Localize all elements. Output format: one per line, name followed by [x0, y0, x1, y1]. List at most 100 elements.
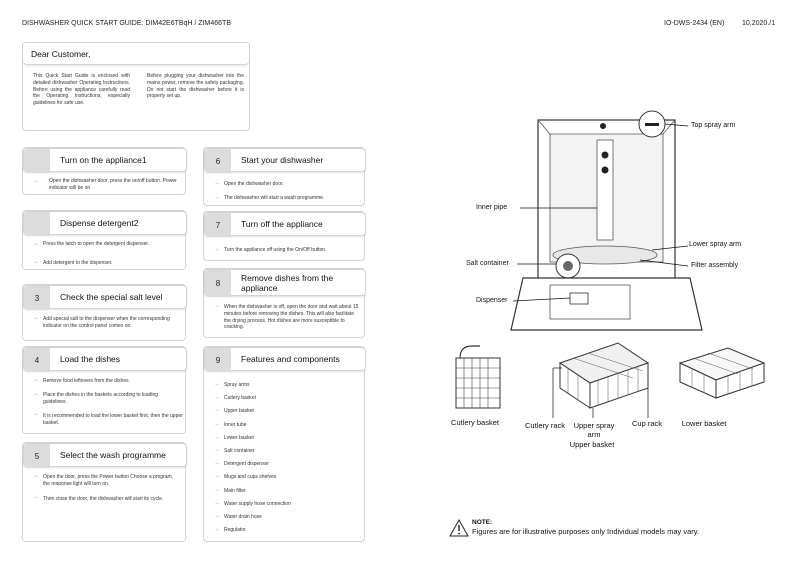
- step-card-2: Dispense detergent2 → Press the latch to…: [22, 210, 187, 270]
- step-header-5: 5 Select the wash programme: [23, 443, 187, 468]
- step-card-7: 7 Turn off the appliance → Turn the appl…: [203, 211, 366, 261]
- nozzle: [601, 166, 609, 174]
- arrow-icon: →: [33, 241, 39, 247]
- feature-item: Water supply hose connection: [224, 500, 291, 507]
- step-item: Open the door, press the Power button Ch…: [43, 474, 174, 487]
- feature-item: Upper basket: [224, 408, 254, 415]
- step-number: 6: [205, 149, 231, 173]
- step-number: 4: [24, 348, 50, 372]
- arrow-icon: →: [214, 381, 220, 387]
- step-number: [24, 149, 50, 173]
- baskets-diagram: [455, 342, 766, 418]
- feature-item: Inner tube: [224, 421, 247, 428]
- lower-spray-arm-shape: [552, 245, 658, 265]
- step-item: Then close the door, the dishwasher will…: [43, 496, 164, 502]
- intro-header: Dear Customer,: [23, 43, 249, 65]
- arrow-icon: →: [214, 303, 220, 309]
- step-number: 8: [205, 270, 231, 297]
- arrow-icon: →: [214, 473, 220, 480]
- step-item: Open the dishwasher door, press the on/o…: [49, 178, 177, 191]
- step-item: Open the dishwasher door.: [224, 181, 284, 187]
- note-text: Figures are for illustrative purposes on…: [472, 527, 700, 536]
- step-header-2: Dispense detergent2: [23, 211, 187, 236]
- label-cup-rack: Cup rack: [631, 419, 662, 428]
- step-number: [24, 212, 50, 236]
- step-item: It is recommended to load the lower bask…: [43, 413, 183, 426]
- step-card-4: 4 Load the dishes → Remove food leftover…: [22, 346, 187, 434]
- feature-item: Detergent dispenser: [224, 461, 270, 468]
- step-header-9: 9 Features and components: [204, 347, 366, 372]
- lower-basket-shape: [678, 347, 766, 399]
- step-header-3: 3 Check the special salt level: [23, 285, 187, 310]
- arrow-icon: →: [33, 411, 39, 417]
- step-item: The dishwasher will start a wash program…: [224, 195, 325, 201]
- feature-item: Mugs and cups shelves: [224, 474, 277, 481]
- document-title: DISHWASHER QUICK START GUIDE: DIM42E6TBq…: [22, 20, 232, 27]
- arrow-icon: →: [33, 473, 39, 479]
- document-id: IO-DWS-2434 (EN): [664, 20, 725, 27]
- label-dispenser: Dispenser: [476, 297, 508, 304]
- label-cutlery-rack: Cutlery rack: [524, 421, 565, 430]
- step-number: 3: [24, 286, 50, 310]
- step-number: 9: [205, 348, 231, 372]
- step-header-6: 6 Start your dishwasher: [204, 148, 366, 173]
- arrow-icon: →: [33, 259, 39, 265]
- top-spray-hub: [600, 123, 606, 129]
- step-card-9: 9 Features and components → Spray arms → Cu…: [203, 346, 366, 542]
- step-title: Features and components: [241, 354, 340, 365]
- label-cutlery-basket: Cutlery basket: [451, 418, 499, 427]
- feature-item: Main filter: [224, 487, 246, 494]
- step-title: Turn off the appliance: [241, 219, 323, 230]
- greeting: Dear Customer,: [31, 49, 91, 59]
- intro-text-left: This Quick Start Guide is enclosed with …: [33, 73, 130, 106]
- note-heading: NOTE:: [472, 519, 493, 526]
- arrow-icon: →: [214, 526, 220, 533]
- arrow-icon: →: [214, 460, 220, 467]
- label-upper-spray-arm: Upper spray arm: [573, 421, 615, 439]
- cutlery-basket-shape: [455, 345, 501, 409]
- step-header-4: 4 Load the dishes: [23, 347, 187, 372]
- upper-basket-shape: [558, 342, 650, 409]
- feature-item: Lower basket: [224, 434, 254, 441]
- arrow-icon: →: [33, 178, 39, 184]
- dispenser-shape: [569, 292, 589, 305]
- arrow-icon: →: [214, 433, 220, 440]
- label-lower-basket: Lower basket: [681, 419, 727, 428]
- step-number: 5: [24, 444, 50, 468]
- step-title: Load the dishes: [60, 354, 121, 365]
- step-title: Check the special salt level: [60, 292, 163, 303]
- feature-item: Cutlery basket: [224, 395, 256, 402]
- step-title: Remove dishes from the appliance: [241, 272, 334, 293]
- arrow-icon: →: [214, 180, 220, 186]
- arrow-icon: →: [33, 391, 39, 397]
- warning-icon: [449, 519, 469, 537]
- step-item: Add detergent to the dispenser.: [43, 260, 113, 266]
- nozzle: [601, 151, 609, 159]
- arrow-icon: →: [214, 420, 220, 427]
- step-card-3: 3 Check the special salt level → Add spe…: [22, 284, 187, 341]
- feature-item: Regulator: [224, 527, 246, 534]
- step-header-7: 7 Turn off the appliance: [204, 212, 366, 237]
- step-card-6: 6 Start your dishwasher → Open the dishw…: [203, 147, 366, 206]
- step-title: Start your dishwasher: [241, 155, 324, 166]
- step-card-5: 5 Select the wash programme → Open the d…: [22, 442, 187, 542]
- label-inner-pipe: Inner pipe: [476, 204, 508, 211]
- feature-item: Spray arms: [224, 382, 250, 388]
- step-item: Add special salt to the dispenser when t…: [43, 316, 170, 329]
- label-upper-basket: Upper basket: [569, 440, 615, 449]
- step-number: 7: [205, 213, 231, 237]
- arrow-icon: →: [214, 194, 220, 200]
- step-item: When the dishwasher is off, open the doo…: [224, 304, 359, 331]
- label-salt-container: Salt container: [466, 260, 509, 267]
- step-item: Place the dishes in the baskets accordin…: [43, 392, 159, 405]
- label-filter-assembly: Filter assembly: [691, 262, 739, 269]
- step-item: Press the latch to open the detergent di…: [43, 241, 150, 247]
- step-header-8: 8 Remove dishes from the appliance: [204, 269, 366, 297]
- feature-item: Salt container: [224, 448, 255, 454]
- step-title: Select the wash programme: [60, 450, 166, 461]
- arrow-icon: →: [33, 315, 39, 321]
- step-title: Turn on the appliance1: [60, 155, 147, 166]
- step-card-1: Turn on the appliance1 → Open the dishwa…: [22, 147, 187, 195]
- step-card-8: 8 Remove dishes from the appliance → Whe…: [203, 268, 366, 338]
- step-item: Remove food leftovers from the dishes: [43, 378, 129, 384]
